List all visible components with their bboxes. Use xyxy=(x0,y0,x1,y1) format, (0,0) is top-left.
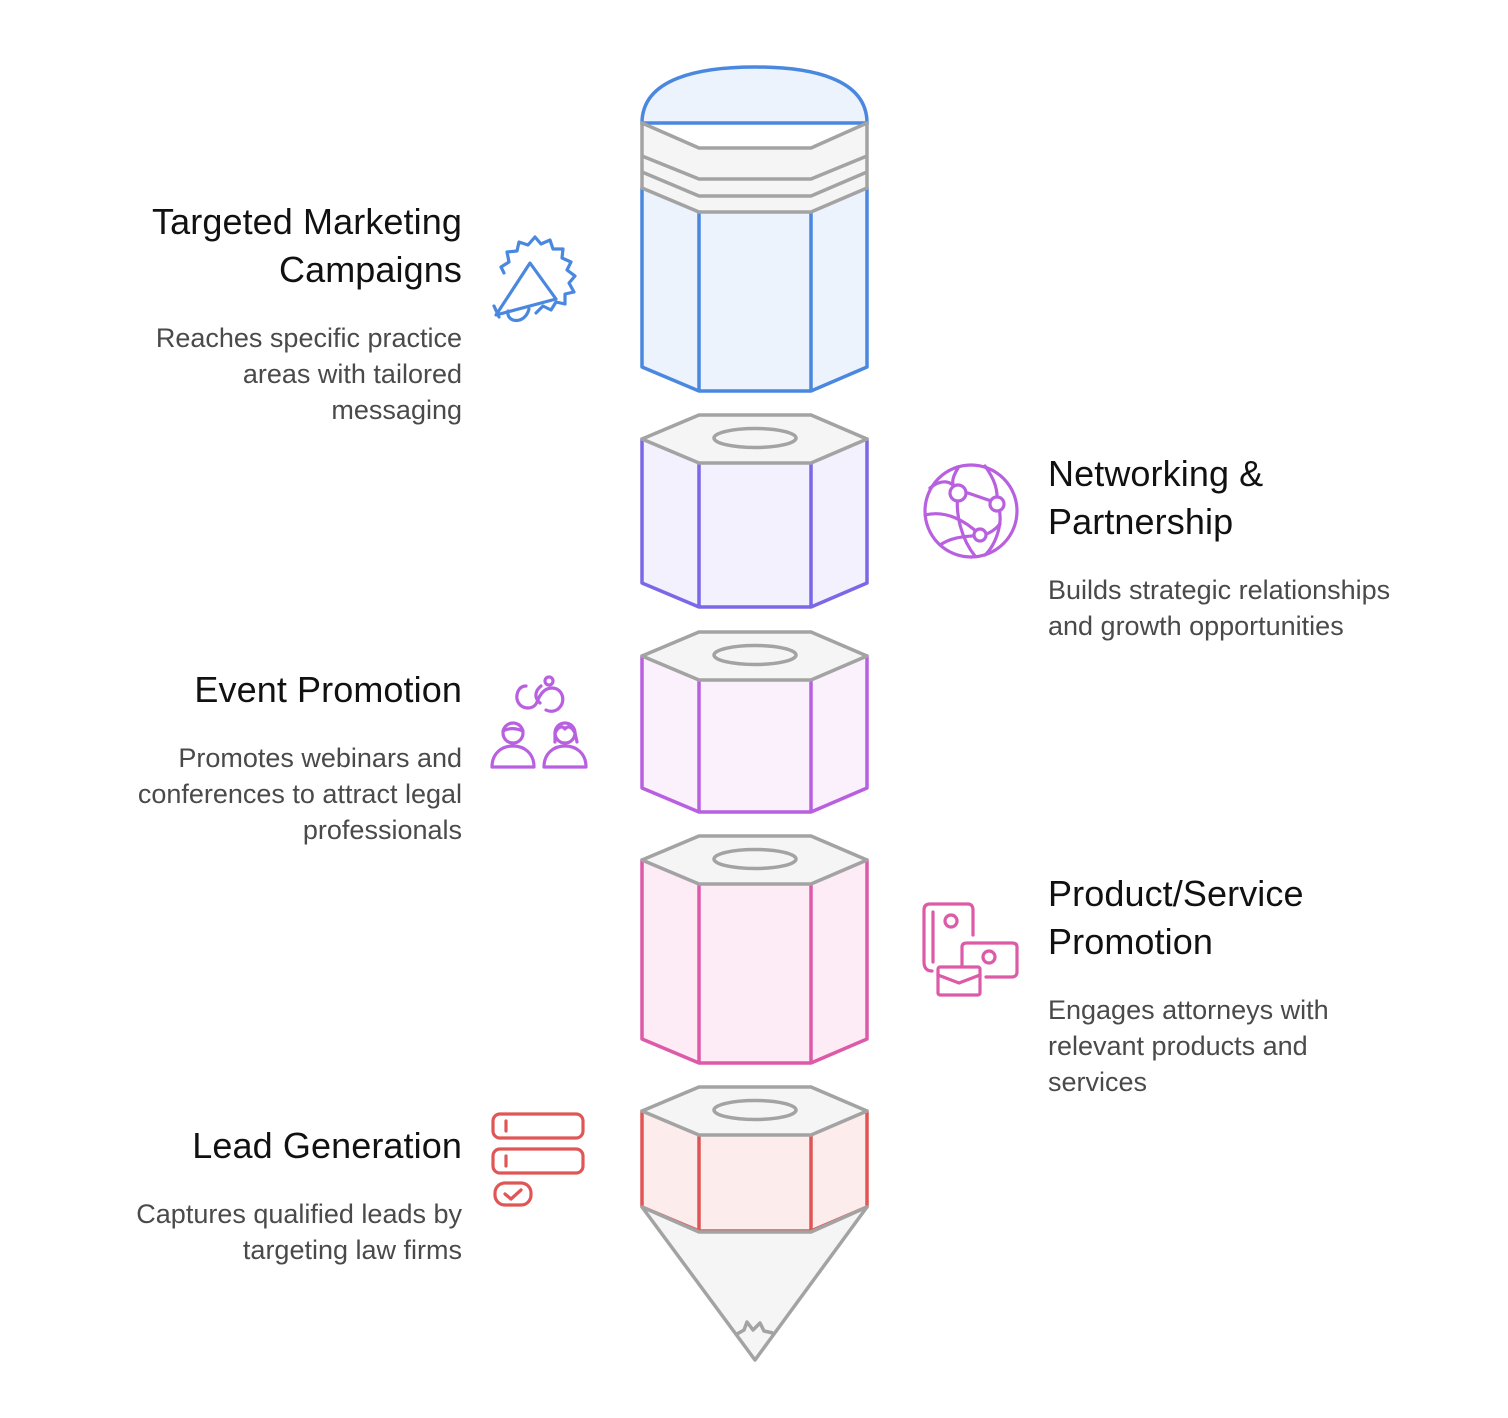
pencil-segment-product-service xyxy=(640,834,869,1065)
pencil-segment-targeted-marketing xyxy=(640,65,869,393)
segment-description: Engages attorneys with relevant products… xyxy=(1048,992,1329,1100)
description-line: Builds strategic relationships xyxy=(1048,575,1391,605)
segment-cap xyxy=(640,1085,869,1137)
segment-cap-hole xyxy=(712,643,798,667)
ferrule-line xyxy=(641,170,868,198)
pencil-tip xyxy=(640,1205,869,1362)
segment-body xyxy=(640,858,869,1065)
segment-label-event-promotion: Event Promotion Promotes webinars and co… xyxy=(138,666,462,848)
description-line: conferences to attract legal xyxy=(137,779,462,809)
title-line: Campaigns xyxy=(279,249,462,290)
pencil-segment-networking xyxy=(640,413,869,609)
description-line: messaging xyxy=(331,395,462,425)
title-line: Targeted Marketing xyxy=(152,201,462,242)
title-line: Networking & xyxy=(1048,453,1264,494)
description-line: professionals xyxy=(302,815,462,845)
segment-label-networking: Networking & Partnership Builds strategi… xyxy=(1048,450,1390,644)
description-line: Reaches specific practice xyxy=(155,323,462,353)
eraser-dome xyxy=(640,65,869,125)
form-checklist-icon xyxy=(491,1112,585,1207)
title-line: Event Promotion xyxy=(194,669,462,710)
segment-cap-hole xyxy=(712,1098,798,1122)
segment-label-product-service: Product/Service Promotion Engages attorn… xyxy=(1048,870,1329,1100)
segment-label-lead-generation: Lead Generation Captures qualified leads… xyxy=(136,1122,462,1268)
segment-title: Targeted Marketing Campaigns xyxy=(152,198,462,294)
segment-label-targeted-marketing: Targeted Marketing Campaigns Reaches spe… xyxy=(152,198,462,428)
people-meeting-icon xyxy=(490,675,588,769)
segment-cap xyxy=(640,413,869,465)
segment-cap-hole xyxy=(712,847,798,871)
title-line: Partnership xyxy=(1048,501,1234,542)
ferrule-line xyxy=(641,154,868,181)
segment-title: Event Promotion xyxy=(138,666,462,714)
tip-cone xyxy=(640,1205,869,1362)
segment-title: Product/Service Promotion xyxy=(1048,870,1329,966)
segment-cap-hole xyxy=(712,426,798,450)
segment-title: Lead Generation xyxy=(136,1122,462,1170)
description-line: targeting law firms xyxy=(242,1235,462,1265)
description-line: services xyxy=(1048,1067,1148,1097)
segment-description: Captures qualified leads by targeting la… xyxy=(136,1196,462,1268)
description-line: Promotes webinars and xyxy=(178,743,462,773)
description-line: relevant products and xyxy=(1048,1031,1308,1061)
segment-cap xyxy=(640,630,869,682)
tip-graphite-line xyxy=(736,1320,774,1336)
description-line: and growth opportunities xyxy=(1048,611,1344,641)
title-line: Promotion xyxy=(1048,921,1213,962)
segment-title: Networking & Partnership xyxy=(1048,450,1390,546)
segment-body xyxy=(640,186,869,393)
segment-cap xyxy=(640,834,869,886)
megaphone-badge-icon xyxy=(492,235,577,323)
description-line: Engages attorneys with xyxy=(1048,995,1329,1025)
segment-description: Reaches specific practice areas with tai… xyxy=(152,320,462,428)
pencil-segment-event-promotion xyxy=(640,630,869,814)
segment-description: Promotes webinars and conferences to att… xyxy=(138,740,462,848)
devices-mail-icon xyxy=(922,902,1019,997)
ferrule-band xyxy=(640,121,869,214)
description-line: Captures qualified leads by xyxy=(136,1199,462,1229)
title-line: Product/Service xyxy=(1048,873,1304,914)
globe-network-icon xyxy=(923,463,1019,559)
description-line: areas with tailored xyxy=(242,359,462,389)
pencil-segment-lead-generation xyxy=(640,1085,869,1233)
segment-description: Builds strategic relationships and growt… xyxy=(1048,572,1390,644)
title-line: Lead Generation xyxy=(192,1125,462,1166)
